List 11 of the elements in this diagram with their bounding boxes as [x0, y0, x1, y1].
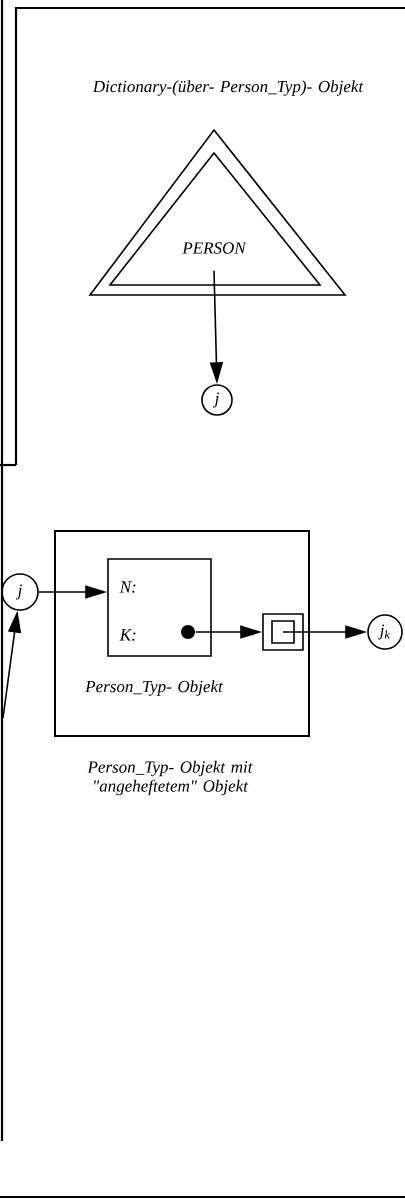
heading: Dictionary-(über- Person_Typ)- Objekt — [92, 80, 364, 96]
double-square — [262, 613, 304, 651]
field-label: N: — [119, 581, 136, 593]
field-label: K: — [119, 629, 136, 641]
circle-node: j — [201, 384, 233, 416]
node-label: Person_Typ- Objekt — [85, 680, 224, 696]
node-label: PERSON — [182, 242, 247, 254]
circle-node: j — [1, 573, 39, 611]
dot — [181, 625, 195, 639]
node-label: Person_Typ- Objekt mit "angeheftetem" Objekt — [87, 760, 253, 796]
circle-node: j$_{k}$ — [367, 614, 403, 650]
